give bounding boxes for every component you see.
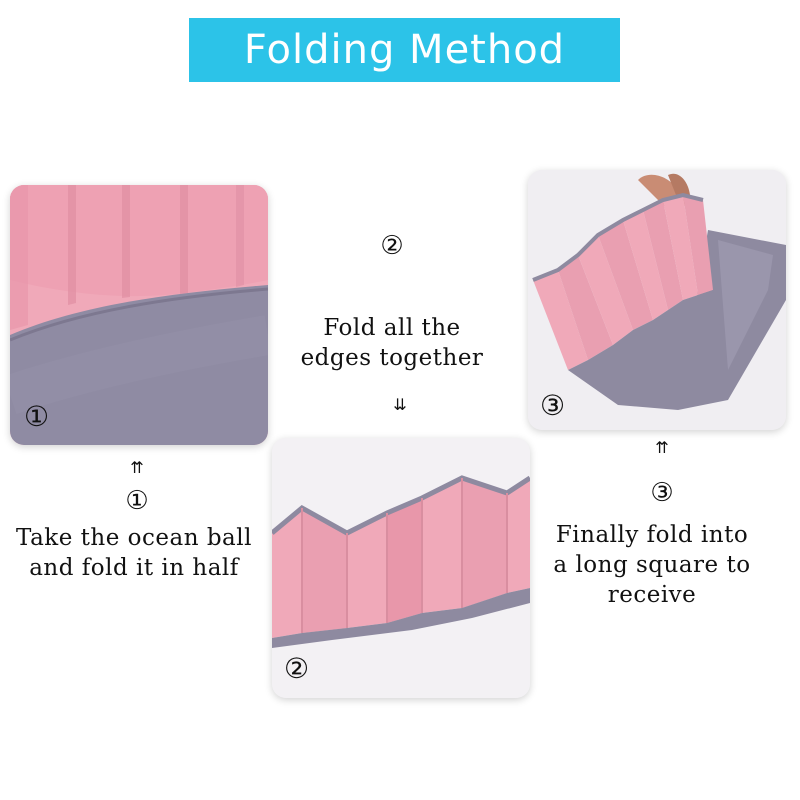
step-2-instruction: Fold all the edges together: [272, 313, 512, 373]
step-1-arrow: ⇈: [130, 458, 144, 477]
step-3-illustration: [528, 170, 786, 430]
step-1-photo: ①: [10, 185, 268, 445]
step-3-instruction: Finally fold into a long square to recei…: [540, 520, 764, 610]
step-2-photo: ②: [272, 438, 530, 698]
step-1-photo-badge: ①: [24, 400, 50, 433]
page-title: Folding Method: [243, 27, 566, 73]
step-3-number: ③: [650, 478, 674, 508]
step-3-photo: ③: [528, 170, 786, 430]
step-2-line-1: Fold all the: [323, 315, 461, 341]
title-banner: Folding Method: [189, 18, 620, 82]
step-2-arrow: ⇊: [393, 395, 407, 414]
step-3-line-2: a long square to: [553, 552, 751, 578]
step-1-number: ①: [125, 486, 149, 516]
step-1-instruction: Take the ocean ball and fold it in half: [0, 523, 268, 583]
step-2-line-2: edges together: [300, 345, 484, 371]
step-2-illustration: [272, 438, 530, 698]
step-3-photo-badge: ③: [540, 389, 566, 422]
step-3-line-1: Finally fold into: [555, 522, 749, 548]
step-1-line-1: Take the ocean ball: [16, 525, 252, 551]
step-2-number: ②: [380, 231, 404, 261]
step-1-illustration: [10, 185, 268, 445]
step-3-arrow: ⇈: [655, 438, 669, 457]
step-2-photo-badge: ②: [284, 652, 310, 685]
step-3-line-3: receive: [607, 582, 697, 608]
step-1-line-2: and fold it in half: [29, 555, 239, 581]
